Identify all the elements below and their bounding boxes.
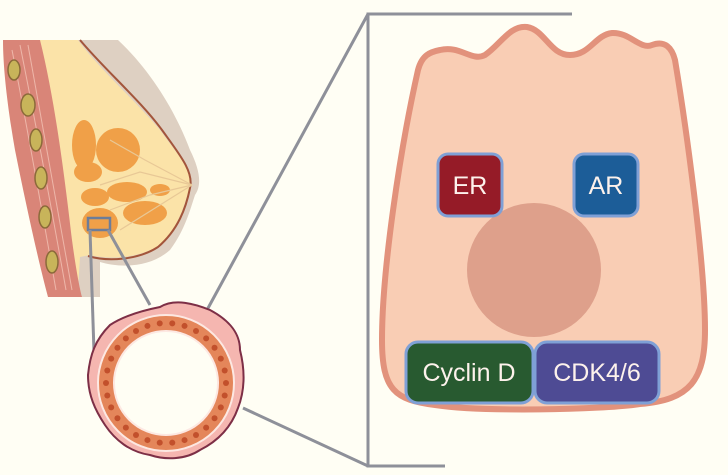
duct-cell-nucleus [114, 344, 121, 351]
cell-bracket [366, 12, 572, 468]
duct-cell-nucleus [193, 328, 199, 335]
duct-cell-nucleus [133, 328, 139, 335]
duct-nuclei [103, 320, 229, 446]
duct-cell-nucleus [221, 392, 228, 399]
duct-cell-nucleus [133, 431, 139, 438]
connector-breast-duct-right [106, 229, 152, 306]
connector-duct-cell-bottom [242, 406, 369, 468]
er-box [436, 152, 504, 218]
duct-cell-nucleus [169, 320, 176, 327]
duct-cell-nucleus [108, 404, 115, 411]
zoom-region-marker [86, 216, 112, 232]
duct-cell-nucleus [193, 431, 199, 438]
cyclin-d-label: Cyclin D [422, 359, 515, 387]
cyclin-d-complex: Cyclin D [404, 340, 535, 405]
zoom-connectors [88, 12, 572, 468]
duct-cell-nucleus [181, 437, 188, 444]
er-receptor: ER [436, 152, 504, 218]
duct-cell-nucleus [156, 320, 163, 327]
duct-cell-nucleus [108, 355, 115, 362]
ar-label: AR [589, 172, 624, 200]
duct-cell-nucleus [211, 415, 218, 422]
duct-cell-nucleus [103, 380, 109, 386]
duct-cell-nucleus [203, 335, 210, 342]
duct-lumen [113, 330, 219, 436]
duct-cell-nucleus [211, 344, 218, 351]
duct-cell-nucleus [156, 439, 163, 446]
duct-cell-nucleus [221, 367, 228, 374]
duct-cell-nucleus [144, 437, 151, 444]
duct-cross-section [86, 301, 245, 460]
duct-cell-nucleus [122, 424, 129, 431]
duct-cell-nucleus [104, 392, 111, 399]
cdk46-box [533, 340, 661, 405]
duct-cell-nucleus [169, 439, 176, 446]
duct-cell-nucleus [144, 322, 151, 329]
ar-box [572, 152, 640, 218]
duct-cell-nucleus [114, 415, 121, 422]
ducts [99, 139, 193, 231]
duct-cell-nucleus [104, 367, 111, 374]
duct-cell-nucleus [217, 355, 224, 362]
duct-cell-nucleus [122, 335, 129, 342]
connector-breast-duct-left [88, 229, 96, 353]
ar-receptor: AR [572, 152, 640, 218]
cdk46-label: CDK4/6 [553, 359, 641, 387]
duct-cell-nucleus [203, 424, 210, 431]
ribs [7, 59, 59, 274]
connector-duct-cell-top [205, 13, 370, 311]
breast-illustration [3, 39, 200, 297]
er-label: ER [453, 172, 488, 200]
cyclin-d-box [404, 340, 535, 405]
luminal-cell: ER AR Cyclin D CDK4/6 [379, 23, 708, 413]
cdk46-complex: CDK4/6 [533, 340, 661, 405]
duct-cell-nucleus [217, 404, 224, 411]
duct-cell-nucleus [223, 380, 229, 386]
duct-cell-nucleus [181, 322, 188, 329]
cell-nucleus [467, 203, 601, 337]
